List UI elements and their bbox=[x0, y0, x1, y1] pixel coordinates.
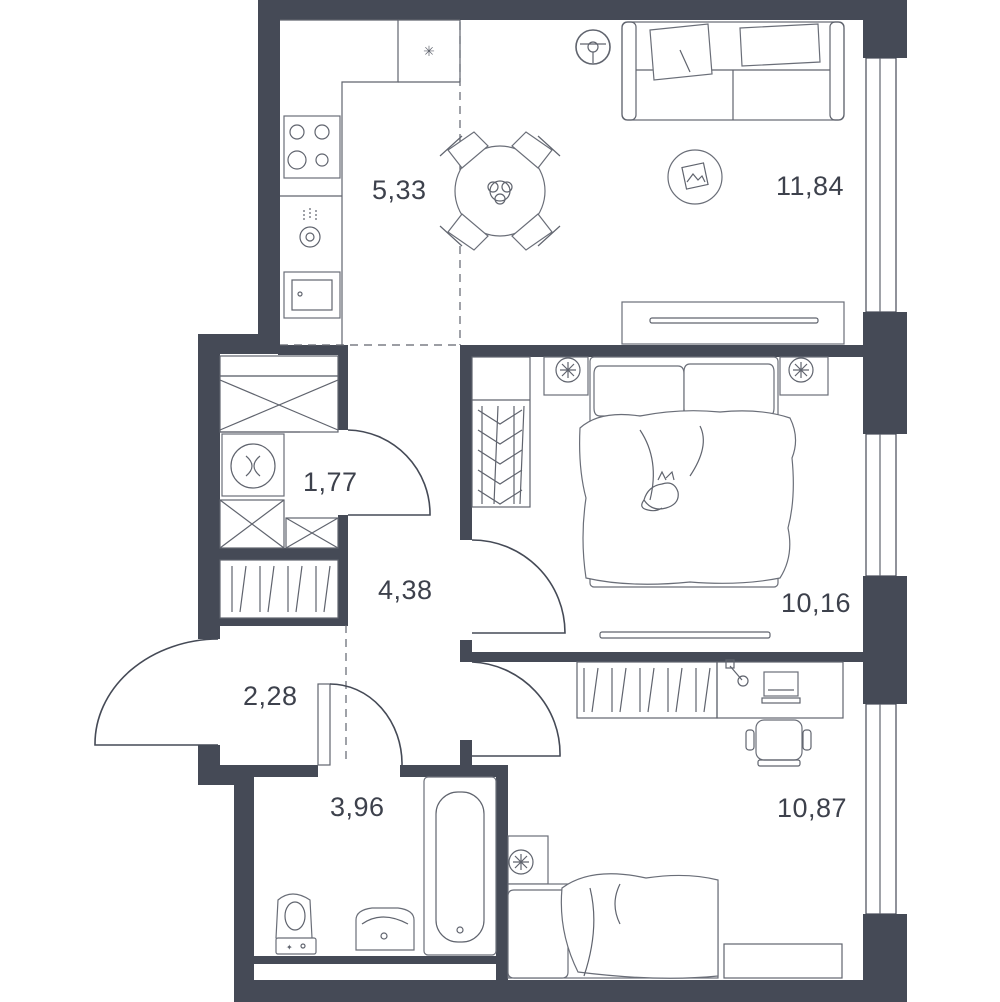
desk-icon bbox=[716, 659, 844, 719]
nightstand-lamp-icon bbox=[543, 356, 829, 396]
faucet-icon bbox=[299, 208, 321, 248]
dining-table-icon bbox=[439, 131, 561, 251]
toilet-icon: ✦ bbox=[275, 893, 317, 955]
room-area-living: 11,84 bbox=[776, 171, 844, 201]
wardrobe-icon bbox=[471, 356, 531, 508]
stove-icon bbox=[283, 115, 341, 179]
room-area-storage: 1,77 bbox=[303, 467, 358, 497]
svg-text:✳: ✳ bbox=[423, 44, 435, 60]
rug-icon bbox=[667, 149, 723, 205]
area-labels: 5,33 11,84 1,77 4,38 10,16 2,28 3,96 10,… bbox=[243, 171, 851, 823]
chair-icon bbox=[745, 719, 812, 767]
storage-zone bbox=[219, 355, 431, 619]
room-area-entry: 2,28 bbox=[243, 681, 298, 711]
walls bbox=[198, 0, 907, 1002]
windows bbox=[865, 57, 897, 915]
wardrobe-icon bbox=[219, 559, 339, 619]
lamp-icon bbox=[575, 29, 611, 65]
room-area-bedroom: 10,16 bbox=[781, 588, 851, 618]
second-bedroom-zone bbox=[471, 659, 844, 979]
room-area-kitchen: 5,33 bbox=[372, 175, 427, 205]
kitchen-zone: ✳ bbox=[280, 19, 845, 346]
bedroom-zone bbox=[471, 356, 829, 639]
washbasin-icon bbox=[355, 907, 415, 951]
sofa-icon bbox=[621, 21, 845, 121]
wardrobe-icon bbox=[576, 661, 718, 719]
sink-icon bbox=[283, 271, 341, 319]
cat-icon bbox=[641, 470, 679, 512]
svg-text:✦: ✦ bbox=[286, 943, 293, 952]
washer-icon bbox=[221, 433, 285, 497]
room-area-second-bedroom: 10,87 bbox=[777, 793, 847, 823]
tv-stand-icon bbox=[621, 301, 845, 345]
double-bed-icon bbox=[579, 356, 797, 588]
room-area-bathroom: 3,96 bbox=[330, 792, 385, 822]
nightstand-lamp-icon bbox=[507, 835, 549, 885]
bathtub-icon bbox=[423, 776, 497, 956]
fridge-icon: ✳ bbox=[423, 44, 435, 60]
room-area-hall: 4,38 bbox=[378, 575, 433, 605]
single-bed-icon bbox=[507, 873, 843, 979]
bathroom-zone: ✦ bbox=[275, 776, 497, 956]
entry-zone bbox=[94, 625, 403, 766]
